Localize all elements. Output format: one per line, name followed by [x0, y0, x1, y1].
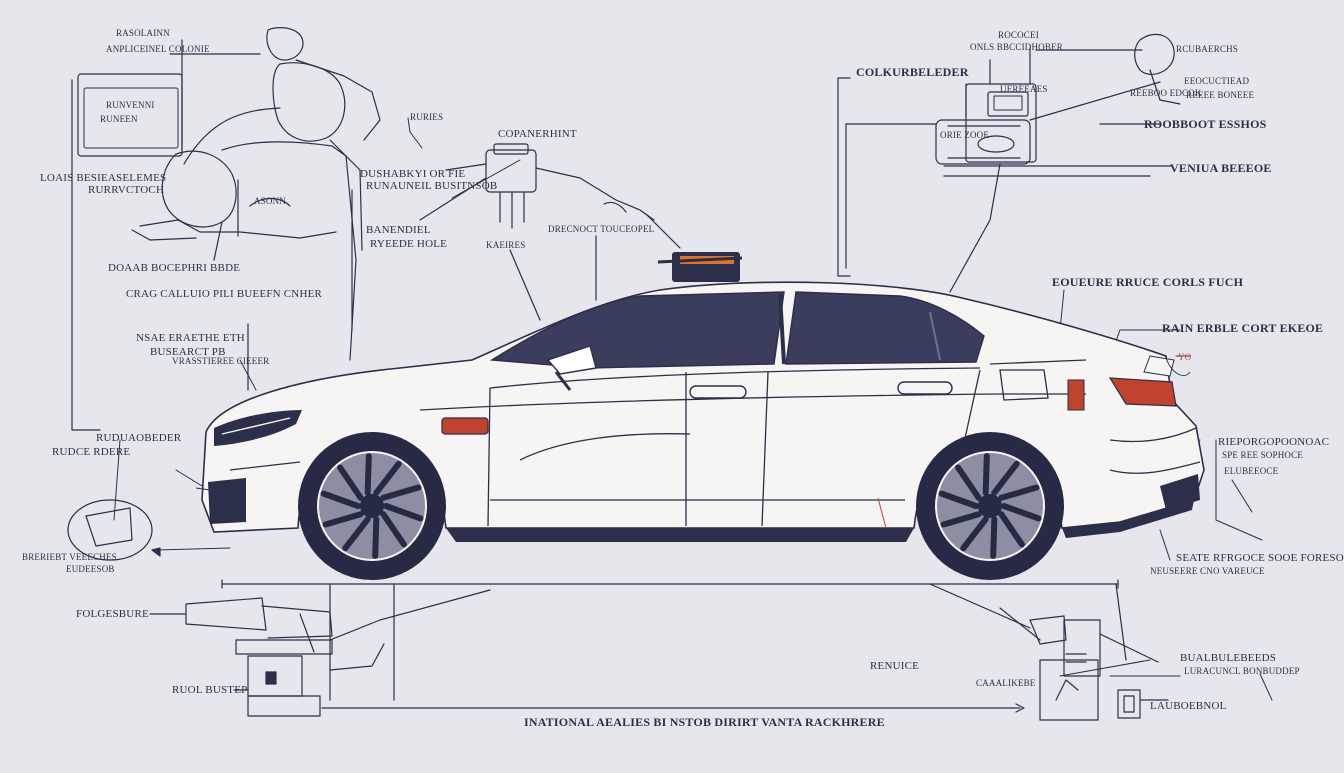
label-hood-1: NSAE ERAETHE ETH	[136, 332, 245, 344]
label-sensor-2: COPANERHINT	[498, 128, 577, 140]
wheel-spoke	[955, 464, 982, 501]
label-bottom-left-2: RUOL BUSTEP	[172, 684, 248, 696]
label-head-1: RURIES	[410, 112, 444, 122]
label-trunk: RAIN ERBLE CORT EKEOE	[1162, 321, 1324, 335]
roof-beacon	[657, 252, 743, 282]
wheel-spoke	[320, 490, 361, 509]
wheel-spoke	[1001, 503, 1042, 522]
car-side-view	[195, 252, 1205, 580]
wheel-spoke	[998, 484, 1040, 501]
wheel-spoke	[991, 460, 1020, 496]
label-top-right-7: REEEE BONEEE	[1186, 90, 1255, 100]
label-unit-1: UEREEAES	[1000, 84, 1048, 94]
label-bottom-left-1: FOLGESBURE	[76, 608, 149, 620]
wheel-spoke	[380, 511, 407, 548]
label-top-left-2: ANPLICEINEL COLONIE	[106, 44, 210, 54]
car-rocker	[446, 528, 914, 542]
wheel-spoke	[383, 503, 424, 522]
wheel-spoke	[322, 511, 364, 528]
wheel-spoke	[960, 516, 989, 552]
label-sensor-3: DRECNOCT TOUCEOPEL	[548, 224, 655, 234]
label-left-1: LOAIS BESIEASELEMES	[40, 172, 167, 184]
taillight	[1108, 377, 1177, 407]
wheel-sensor-sketch	[67, 499, 161, 561]
label-rear-1: RIEPORGOPOONOAC	[1218, 436, 1330, 448]
front-wheel	[298, 432, 446, 580]
wheel-spoke	[372, 516, 380, 559]
label-front-3: BRERIEBT VEEECHES	[22, 552, 117, 562]
label-top-right-5: REEBOO EDCOK	[1130, 88, 1202, 98]
label-bottom-right-2: CAAALIKEBE	[976, 678, 1036, 688]
rear-door-handle	[897, 381, 953, 395]
label-mid-left-2: CRAG CALLUIO PILI BUEEFN CNHER	[126, 288, 323, 300]
label-center-2: RYEEDE HOLE	[370, 238, 448, 250]
label-top-right-2: ONLS BBCCIDHOBER	[970, 42, 1063, 52]
control-unit-sketch	[837, 33, 1181, 293]
ground-schematic	[149, 579, 1169, 721]
label-front-2: RUDCE RDERE	[52, 446, 131, 458]
label-front-4: EUDEESOB	[66, 564, 115, 574]
label-mid-left-1: DOAAB BOCEPHRI BBDE	[108, 262, 241, 274]
label-sensor-1: KAEIRES	[486, 240, 526, 250]
label-bottom-right-4: LURACUNCL BONBUDDEP	[1184, 666, 1300, 676]
label-box-2: RUNEEN	[100, 114, 138, 124]
front-window	[489, 291, 785, 369]
label-rear-4: NEUSEERE CNO VAREUCE	[1150, 566, 1265, 576]
label-arm-1: DUSHABKYI OR FIE	[360, 168, 466, 180]
rear-wheel	[916, 432, 1064, 580]
wheel-spoke	[364, 453, 372, 496]
label-front-1: RUDUAOBEDER	[96, 432, 182, 444]
label-top-left-1: RASOLAINN	[116, 28, 170, 38]
rear-window	[785, 291, 985, 365]
label-hood-3: VRASSTIEREE CIEEER	[172, 356, 270, 366]
wheel-spoke	[337, 464, 364, 501]
label-top-right-6: EEOCUCTIEAD	[1184, 76, 1250, 86]
label-bottom-right-1: RENUICE	[870, 660, 920, 672]
wheel-spoke	[938, 490, 979, 509]
front-marker-light	[441, 417, 489, 435]
label-rear-3: SEATE RFRGOCE SOOE FORESOTE	[1176, 552, 1344, 564]
label-top-right-1: COLKURBELEDER	[856, 65, 969, 79]
wheel-spoke	[990, 516, 998, 559]
diagram-caption: INATIONAL AEALIES BI NSTOB DIRIRT VANTA …	[524, 715, 885, 729]
label-arm-2: RUNAUNEIL BUSITNSOB	[366, 180, 498, 192]
label-unit-2: ORIE ZOOE	[940, 130, 990, 140]
sensor-module-sketch	[419, 143, 681, 321]
label-bottom-right-3: BUALBULEBEEDS	[1180, 652, 1277, 664]
label-roof-right: EOUEURE RRUCE CORLS FUCH	[1052, 275, 1244, 289]
front-door-handle	[689, 385, 747, 399]
driver-figure-sketch	[71, 27, 381, 431]
label-hood-2: BUSEARCT PB	[150, 346, 226, 358]
label-torso-1: ASONN	[254, 196, 287, 206]
headlight	[214, 410, 302, 446]
label-center-1: BANENDIEL	[366, 224, 431, 236]
label-box-1: RUNVENNI	[106, 100, 155, 110]
wheel-spoke	[998, 511, 1025, 548]
label-right-2: VENIUA BEEEOE	[1170, 161, 1272, 175]
label-rear-5: ELUBEEOCE	[1224, 466, 1279, 476]
label-right-1: ROOBBOOT ESSHOS	[1144, 117, 1267, 131]
label-top-right-3: ROCOCEI	[998, 30, 1039, 40]
label-bottom-right-5: LAUBOEBNOL	[1150, 700, 1227, 712]
label-left-2: RURRVCTOCH	[88, 184, 165, 196]
label-top-right-4: RCUBAERCHS	[1176, 44, 1239, 54]
wheel-spoke	[373, 460, 402, 496]
wheel-spoke	[342, 516, 371, 552]
wheel-spoke	[940, 511, 982, 528]
wheel-spoke	[380, 484, 422, 501]
label-rear-2: SPE REE SOPHOCE	[1222, 450, 1304, 460]
wheel-spoke	[982, 453, 990, 496]
front-intake	[208, 478, 246, 524]
label-trunk-mark: YO	[1178, 352, 1192, 362]
rear-diffuser	[1160, 474, 1200, 510]
side-mirror	[546, 345, 597, 375]
